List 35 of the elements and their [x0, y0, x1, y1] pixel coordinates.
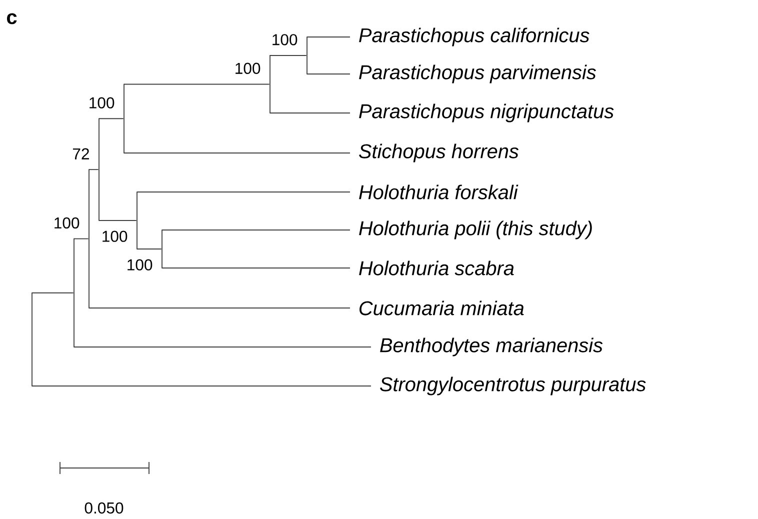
vertical-branch-line [98, 118, 100, 221]
branch-line [124, 84, 270, 85]
branch-line [88, 169, 99, 170]
vertical-branch-line [88, 169, 90, 308]
species-label: Holothuria polii (this study) [359, 220, 592, 240]
bootstrap-value: 100 [128, 259, 152, 270]
branch-line [74, 346, 372, 348]
species-label: Parastichopus californicus [359, 28, 590, 46]
branch-line [270, 55, 307, 56]
branch-line [32, 292, 74, 294]
vertical-branch-line [136, 192, 138, 250]
branch-line [74, 238, 89, 240]
species-label: Strongylocentrotus purpuratus [380, 376, 646, 396]
bootstrap-value: 72 [73, 148, 89, 160]
panel-letter: c [7, 13, 17, 24]
branch-line [98, 118, 124, 120]
bootstrap-value: 100 [90, 97, 114, 108]
bootstrap-value: 100 [54, 217, 80, 229]
branch-line [306, 36, 350, 38]
branch-line [136, 248, 162, 250]
branch-line [124, 152, 350, 154]
species-label: Parastichopus parvimensis [359, 64, 596, 84]
species-label: Holothuria forskali [359, 184, 518, 200]
species-label: Cucumaria miniata [360, 300, 524, 316]
species-label: Parastichopus nigripunctatus [359, 104, 614, 122]
species-label: Stichopus horrens [359, 144, 519, 162]
branch-line [98, 220, 137, 221]
bootstrap-value: 100 [102, 230, 128, 242]
bootstrap-value: 100 [272, 34, 298, 46]
vertical-branch-line [306, 36, 308, 74]
branch-line [270, 112, 350, 114]
species-label: Holothuria scabra [359, 260, 514, 276]
species-label: Benthodytes marianensis [380, 338, 603, 356]
scale-label: 0.050 [84, 502, 124, 514]
bootstrap-value: 100 [236, 62, 260, 74]
